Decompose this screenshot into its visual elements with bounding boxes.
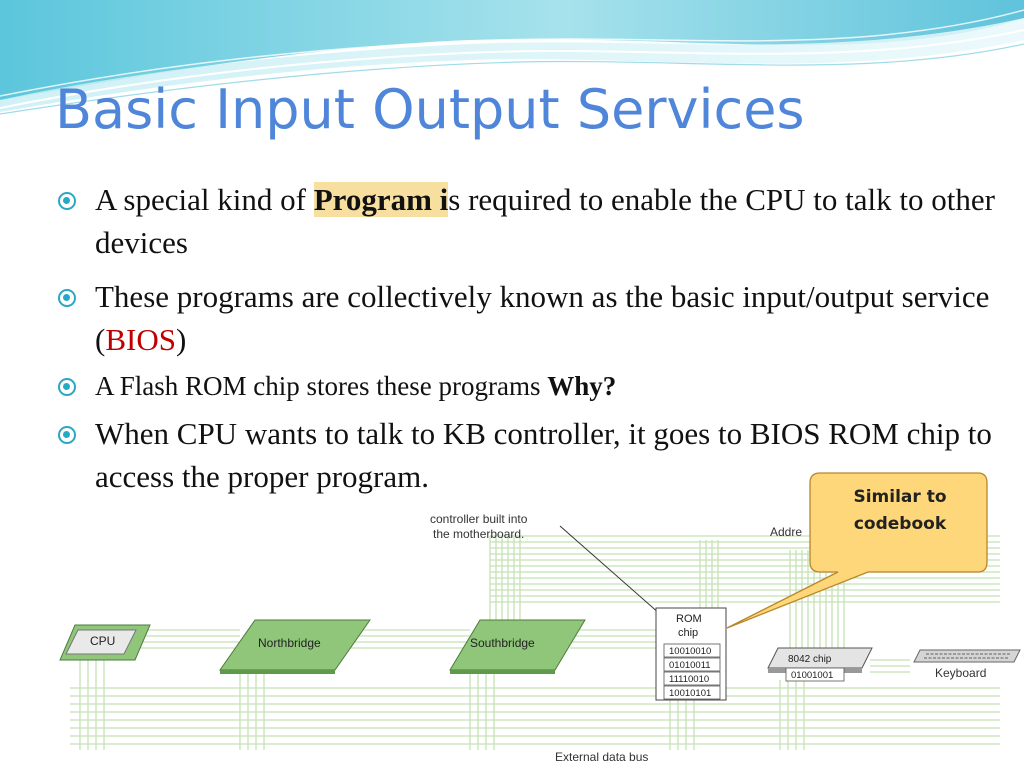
- bullet-bold: Why?: [547, 371, 617, 401]
- northbridge-label: Northbridge: [258, 636, 321, 650]
- bullet-text: ): [175, 322, 187, 357]
- rom-chip: ROM chip 10010010 01010011 11110010 1001…: [655, 607, 727, 701]
- callout-text: Similar to codebook: [812, 484, 988, 538]
- cpu-label: CPU: [90, 634, 115, 648]
- keyboard-label: Keyboard: [935, 666, 986, 680]
- bullet-item: These programs are collectively known as…: [58, 275, 1008, 361]
- bullet-text: s required to enable the CPU to talk to …: [95, 182, 995, 260]
- rom-value: 10010010: [669, 646, 711, 657]
- header-wave-decoration: [0, 0, 1024, 115]
- bullet-text: A special kind of: [95, 182, 314, 217]
- bullet-item: When CPU wants to talk to KB controller,…: [58, 412, 1015, 498]
- diagram-caption: controller built into: [430, 512, 528, 526]
- bullet-circle-icon: [58, 192, 76, 210]
- rom-value: 01010011: [669, 660, 711, 671]
- callout-line: codebook: [853, 514, 947, 534]
- bullet-item: A special kind of Program is required to…: [58, 178, 1008, 264]
- rom-label: ROM: [676, 613, 702, 625]
- address-bus-label: Addre: [770, 525, 802, 539]
- bullet-highlight: Program i: [313, 182, 449, 217]
- chip-8042-label: 8042 chip: [788, 654, 832, 665]
- diagram-caption: the motherboard.: [433, 527, 524, 541]
- slide-title: Basic Input Output Services: [55, 78, 805, 141]
- cpu-chip: CPU: [59, 624, 151, 661]
- bullet-item: A Flash ROM chip stores these programs W…: [58, 366, 1008, 406]
- bullet-circle-icon: [58, 289, 76, 307]
- northbridge-chip: Northbridge: [219, 619, 371, 674]
- keyboard-icon: Keyboard: [913, 649, 1021, 680]
- chip-8042-value: 01001001: [791, 670, 833, 681]
- bullet-list: A special kind of Program is required to…: [58, 178, 1008, 498]
- bios-diagram: controller built into the motherboard. A…: [59, 512, 1021, 764]
- southbridge-chip: Southbridge: [449, 619, 586, 674]
- callout-line: Similar to: [853, 487, 947, 507]
- bullet-text: These programs are collectively known as…: [95, 279, 990, 357]
- rom-value: 10010101: [669, 688, 711, 699]
- rom-value: 11110010: [669, 674, 709, 685]
- bullet-accent: BIOS: [105, 322, 176, 357]
- chip-8042: 8042 chip 01001001: [767, 647, 873, 682]
- bullet-text: When CPU wants to talk to KB controller,…: [95, 416, 992, 494]
- southbridge-label: Southbridge: [470, 636, 535, 650]
- bullet-text: A Flash ROM chip stores these programs: [95, 371, 548, 401]
- rom-label: chip: [678, 627, 698, 639]
- bus-lines: [70, 535, 1000, 750]
- bullet-circle-icon: [58, 378, 76, 396]
- data-bus-label: External data bus: [555, 750, 648, 764]
- bullet-circle-icon: [58, 426, 76, 444]
